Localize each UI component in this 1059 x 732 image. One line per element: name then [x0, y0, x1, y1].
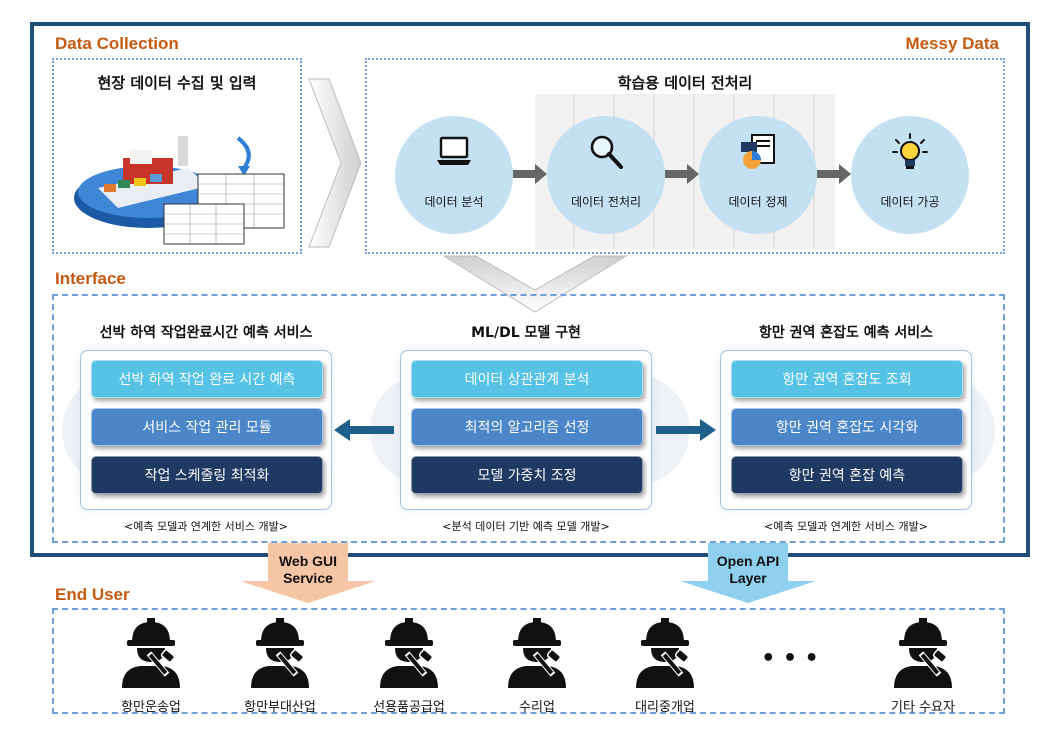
- arrow-right-icon: [817, 164, 851, 184]
- arrow-right-icon: [513, 164, 547, 184]
- model-weight-tuning-button[interactable]: 모델 가중치 조정: [411, 456, 643, 494]
- step-data-analysis: 데이터 분석: [395, 116, 513, 234]
- center-panel-title: ML/DL 모델 구현: [471, 325, 581, 341]
- section-data-collection: Data Collection: [55, 34, 179, 53]
- web-gui-label: Web GUI Service: [262, 553, 354, 587]
- right-panel-title: 항만 권역 혼잡도 예측 서비스: [758, 325, 934, 341]
- ellipsis-more: • • •: [761, 646, 819, 671]
- center-panel-caption: <분석 데이터 기반 예측 모델 개발>: [442, 520, 610, 533]
- field-data-box: 현장 데이터 수집 및 입력: [52, 58, 302, 254]
- left-panel-caption: <예측 모델과 연계한 서비스 개발>: [124, 520, 288, 533]
- lightbulb-icon: [892, 133, 928, 169]
- report-chart-icon: [741, 134, 775, 169]
- worker-helmet-wrench-icon: [376, 616, 442, 688]
- port-congestion-prediction-button[interactable]: 항만 권역 혼잡 예측: [731, 456, 963, 494]
- right-panel-caption: <예측 모델과 연계한 서비스 개발>: [764, 520, 928, 533]
- center-model-panel: 데이터 상관관계 분석 최적의 알고리즘 선정 모델 가중치 조정: [400, 350, 652, 510]
- left-service-panel: 선박 하역 작업 완료 시간 예측 서비스 작업 관리 모듈 작업 스케줄링 최…: [80, 350, 332, 510]
- preprocess-box: 학습용 데이터 전처리 데이터 분석 데이터 전처리 데이터 정제: [365, 58, 1005, 254]
- step-data-preprocessing: 데이터 전처리: [547, 116, 665, 234]
- web-gui-line2: Service: [283, 570, 333, 586]
- right-service-panel: 항만 권역 혼잡도 조회 항만 권역 혼잡도 시각화 항만 권역 혼잡 예측: [720, 350, 972, 510]
- ship-unloading-time-prediction-button[interactable]: 선박 하역 작업 완료 시간 예측: [91, 360, 323, 398]
- task-scheduling-optimization-button[interactable]: 작업 스케줄링 최적화: [91, 456, 323, 494]
- laptop-icon: [437, 136, 471, 165]
- section-interface: Interface: [55, 269, 126, 288]
- step-data-cleansing: 데이터 정제: [699, 116, 817, 234]
- worker-helmet-wrench-icon: [504, 616, 570, 688]
- field-data-title: 현장 데이터 수집 및 입력: [97, 74, 257, 92]
- port-congestion-visualization-button[interactable]: 항만 권역 혼잡도 시각화: [731, 408, 963, 446]
- open-api-line1: Open API: [716, 553, 780, 569]
- end-user-figure: 항만운송업: [96, 616, 206, 716]
- step-data-processing: 데이터 가공: [851, 116, 969, 234]
- section-end-user: End User: [55, 585, 130, 604]
- interface-box: [52, 294, 1005, 543]
- arrow-left-icon: [334, 419, 394, 441]
- end-user-figure: 대리중개업: [610, 616, 720, 716]
- open-api-arrow: [680, 543, 816, 603]
- section-messy-data: Messy Data: [905, 34, 999, 53]
- arrow-right-icon: [665, 164, 699, 184]
- end-user-label: 수리업: [519, 700, 555, 715]
- end-user-label: 항만운송업: [121, 700, 181, 715]
- end-user-figure: 선용품공급업: [354, 616, 464, 716]
- worker-helmet-wrench-icon: [247, 616, 313, 688]
- worker-helmet-wrench-icon: [890, 616, 956, 688]
- end-user-box: [52, 608, 1005, 714]
- end-user-figure: 항만부대산업: [225, 616, 335, 716]
- port-congestion-view-button[interactable]: 항만 권역 혼잡도 조회: [731, 360, 963, 398]
- left-panel-title: 선박 하역 작업완료시간 예측 서비스: [99, 325, 313, 341]
- preprocess-title: 학습용 데이터 전처리: [617, 74, 753, 92]
- step-label: 데이터 정제: [728, 195, 788, 209]
- end-user-label: 항만부대산업: [244, 700, 316, 715]
- chevron-down-icon: [442, 255, 628, 313]
- worker-helmet-wrench-icon: [118, 616, 184, 688]
- optimal-algorithm-selection-button[interactable]: 최적의 알고리즘 선정: [411, 408, 643, 446]
- end-user-figure: 기타 수요자: [868, 616, 978, 716]
- end-user-figure: 수리업: [482, 616, 592, 716]
- open-api-line2: Layer: [729, 570, 767, 586]
- end-user-label: 기타 수요자: [891, 700, 955, 715]
- worker-helmet-wrench-icon: [632, 616, 698, 688]
- web-gui-line1: Web GUI: [278, 553, 338, 569]
- step-label: 데이터 가공: [880, 195, 940, 209]
- end-user-label: 대리중개업: [635, 700, 695, 715]
- open-api-label: Open API Layer: [702, 553, 794, 587]
- service-task-management-button[interactable]: 서비스 작업 관리 모듈: [91, 408, 323, 446]
- main-frame: [30, 22, 1030, 557]
- step-label: 데이터 전처리: [570, 195, 642, 209]
- chevron-right-icon: [308, 78, 362, 248]
- web-gui-arrow: [240, 543, 376, 603]
- step-label: 데이터 분석: [424, 195, 484, 209]
- port-ship-illustration: [74, 136, 285, 245]
- data-correlation-analysis-button[interactable]: 데이터 상관관계 분석: [411, 360, 643, 398]
- magnifier-icon: [590, 135, 623, 169]
- end-user-label: 선용품공급업: [373, 700, 445, 715]
- arrow-right-icon: [656, 419, 716, 441]
